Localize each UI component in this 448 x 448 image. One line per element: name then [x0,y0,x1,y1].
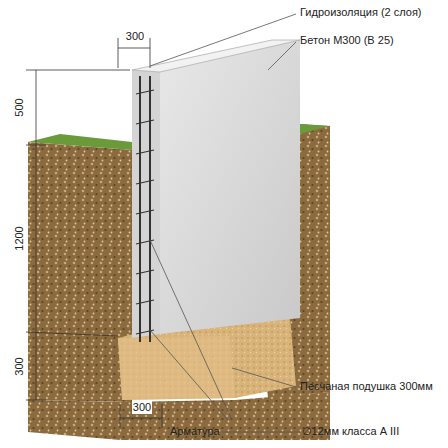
waterproofing-top [132,40,300,72]
callout-label: Бетон М300 (В 25) [300,34,394,47]
dimension-value: 300 [132,401,152,414]
rebar-ties [136,90,154,334]
rebar-tie [136,300,154,304]
rebar-tie [136,180,154,184]
dimension-value: 300 [125,30,145,43]
dimension-value: 500 [12,97,25,117]
callout-label: Гидроизоляция (2 слоя) [300,6,422,19]
dimension-value: 300 [12,356,25,376]
rebar-tie [136,90,154,94]
leader-lines [150,14,300,432]
callout-label: ∅12мм класса А III [302,425,399,438]
concrete-side [160,40,300,334]
sand-front [118,336,235,400]
soil-left [28,142,132,402]
rebar-tie [136,150,154,154]
grass [28,134,132,150]
rebar-tie [136,120,154,124]
concrete-front [132,70,160,338]
callout-label: Арматура [170,425,220,438]
rebar-tie [136,210,154,214]
dimension-lines [26,38,162,428]
callout-label: Песчаная подушка 300мм [300,380,433,393]
dimension-value: 1200 [12,225,25,251]
rebar-tie [136,270,154,274]
